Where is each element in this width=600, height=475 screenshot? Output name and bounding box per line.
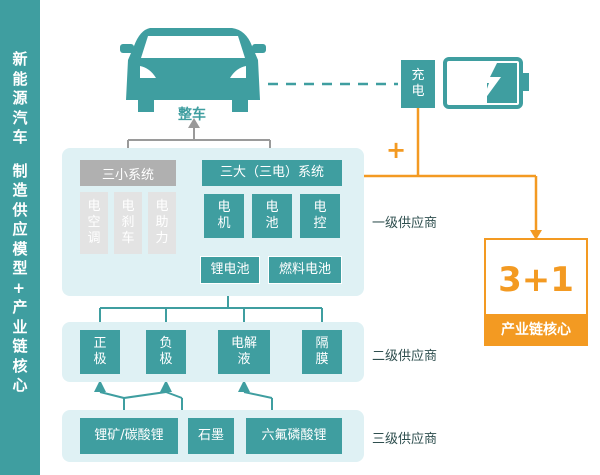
small-system-item: 电助力: [148, 192, 176, 254]
sidebar-title-line2: 制造供应模型+产业链核心: [12, 162, 27, 396]
plus-sign: +: [386, 136, 407, 164]
charge-label-1: 充: [411, 68, 425, 83]
core-caption: 产业链核心: [486, 314, 586, 344]
battery-type-box: 锂电池: [200, 256, 260, 284]
big-system-item: 电机: [204, 194, 244, 238]
big-system-char: 机: [217, 216, 231, 231]
sidebar: 新能源汽车 制造供应模型+产业链核心: [0, 0, 40, 475]
tier2-item: 隔膜: [302, 330, 342, 374]
sidebar-line2-char: 核: [12, 356, 28, 375]
small-system-char: 调: [87, 231, 101, 246]
tier2-label: 二级供应商: [372, 349, 438, 364]
core-value: 3+1: [498, 260, 574, 300]
small-systems-header: 三小系统: [80, 160, 176, 186]
big-system-item: 电控: [300, 194, 340, 238]
small-system-item: 电空调: [80, 192, 108, 254]
small-system-char: 力: [155, 231, 169, 246]
tier3-item: 锂矿/碳酸锂: [80, 418, 178, 454]
sidebar-line1-char: 汽: [12, 108, 28, 127]
sidebar-line1-char: 源: [12, 89, 28, 107]
sidebar-line2-char: 模: [12, 239, 28, 258]
orange-connectors: [344, 108, 538, 232]
sidebar-title-line1: 新能源汽车: [12, 50, 27, 148]
big-systems-header: 三大（三电）系统: [202, 160, 342, 186]
sidebar-line1-char: 能: [12, 69, 28, 88]
sidebar-line2-char: 供: [12, 200, 28, 219]
tier3-label: 三级供应商: [372, 432, 438, 447]
tier2-item-text: 电解: [230, 336, 257, 351]
core-box: 3+1 产业链核心: [484, 238, 588, 346]
tier2-item: 电解液: [218, 330, 270, 374]
sidebar-line2-char: 造: [12, 181, 28, 199]
big-system-char: 电: [217, 200, 231, 215]
sidebar-line1-char: 新: [12, 50, 28, 68]
big-system-char: 池: [265, 216, 279, 231]
sidebar-line1-char: 车: [12, 128, 28, 146]
sidebar-line2-char: 制: [12, 161, 28, 180]
tier2-item-text: 负: [159, 336, 173, 351]
tier2-item: 负极: [146, 330, 186, 374]
tier2-item-text: 极: [93, 352, 107, 367]
tier3-to-tier2-lines: [99, 391, 273, 416]
battery-type-box: 燃料电池: [268, 256, 342, 284]
tier3-item: 六氟磷酸锂: [246, 418, 342, 454]
sidebar-line2-char: 心: [12, 376, 28, 394]
charge-box: 充 电: [401, 60, 435, 108]
sidebar-line2-char: 产: [12, 298, 28, 316]
battery-icon: [443, 57, 529, 109]
small-system-item: 电刹车: [114, 192, 142, 254]
sidebar-line2-char: +: [12, 278, 26, 297]
tier2-item-text: 膜: [315, 352, 329, 367]
big-system-char: 电: [265, 200, 279, 215]
car-icon: [120, 28, 266, 112]
sidebar-line2-char: 应: [12, 220, 28, 238]
tier2-item-text: 隔: [315, 336, 329, 351]
tier2-item-text: 正: [93, 336, 107, 351]
car-label: 整车: [178, 107, 206, 123]
small-system-char: 电: [87, 199, 101, 214]
tier2-item: 正极: [80, 330, 120, 374]
tier1-label: 一级供应商: [372, 216, 438, 231]
small-system-char: 助: [155, 215, 169, 230]
tier3-item: 石墨: [188, 418, 234, 454]
tier2-item-text: 极: [159, 352, 173, 367]
big-system-char: 电: [313, 200, 327, 215]
sidebar-line2-char: 链: [12, 337, 28, 355]
tier2-item-text: 液: [237, 352, 251, 367]
small-system-char: 电: [121, 199, 135, 214]
sidebar-line2-char: 型: [12, 259, 28, 277]
small-system-char: 电: [155, 199, 169, 214]
sidebar-line2-char: 业: [12, 317, 28, 336]
small-system-char: 刹: [121, 215, 135, 230]
small-system-char: 空: [87, 215, 101, 230]
big-system-item: 电池: [252, 194, 292, 238]
small-system-char: 车: [121, 231, 135, 246]
charge-label-2: 电: [411, 84, 425, 99]
big-system-char: 控: [313, 216, 327, 231]
